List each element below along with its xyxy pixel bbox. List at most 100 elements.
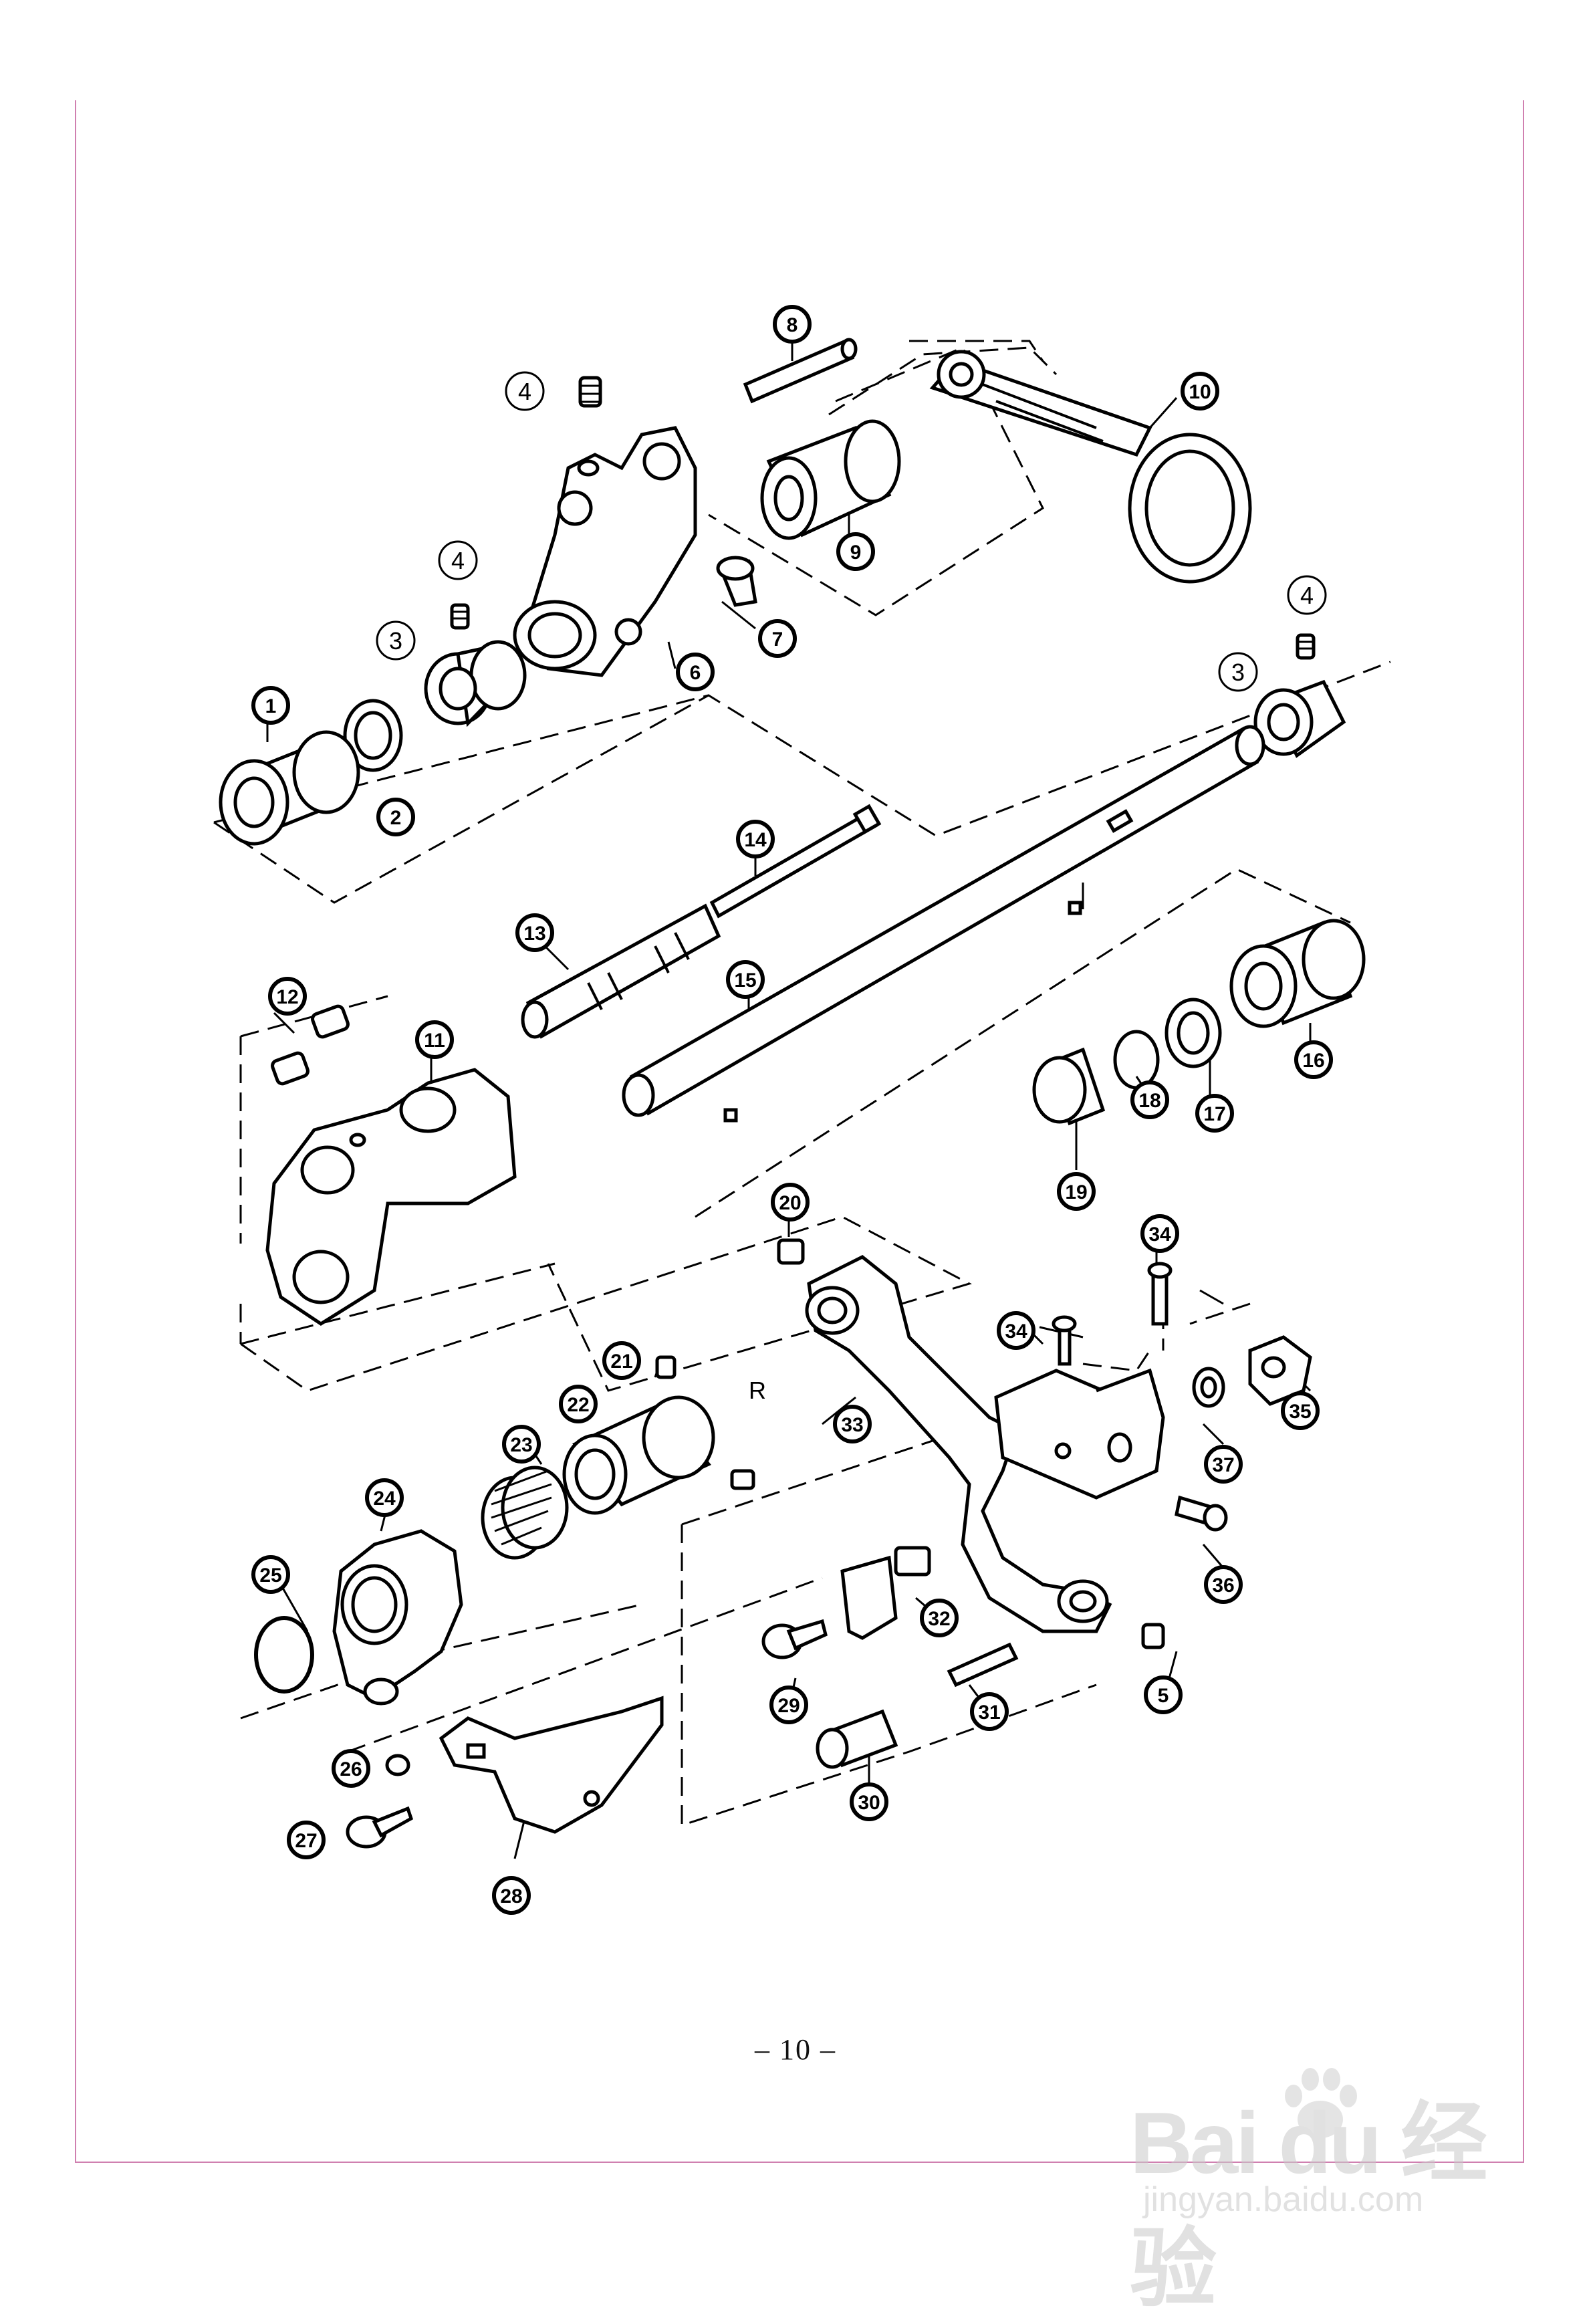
callout-14-text: 14 [744,829,767,851]
callout-13: 13 [517,915,552,950]
part-34-screw-left [1052,1315,1077,1366]
callout-20: 20 [773,1185,808,1219]
paw-logo-icon [1285,2068,1357,2138]
exploded-parts-diagram: 1 2 5 6 7 8 9 10 11 12 13 14 15 16 17 18… [213,0,1391,2252]
callout-10-text: 10 [1189,381,1211,403]
callout-7-text: 7 [772,628,783,651]
part-26-screw [385,1754,410,1776]
callout-27: 27 [289,1823,324,1857]
part-4-set-screw-left [450,603,470,630]
callout-11-text: 11 [424,1030,445,1052]
callout-10: 10 [1183,374,1217,409]
page-number: – 10 – [755,2033,836,2066]
part-3-collar-left [424,640,527,727]
callout-34-top: 34 [1142,1216,1177,1251]
callout-27-text: 27 [295,1830,317,1852]
callout-32-text: 32 [928,1608,950,1630]
outlined-3-right: 3 [1218,652,1258,692]
part-1-bush [219,730,360,846]
callout-16: 16 [1296,1042,1331,1077]
callout-18: 18 [1132,1082,1167,1117]
callout-21: 21 [604,1343,639,1378]
outlined-4-left: 4 [438,540,478,580]
callout-9: 9 [838,534,873,569]
part-25-snap-ring [254,1616,314,1694]
part-13-shaft [521,903,721,1039]
callout-33: 33 [835,1407,870,1441]
part-4-set-screw-top [578,376,602,408]
callout-2: 2 [378,800,413,834]
outlined-callouts: 4 4 3 4 3 [376,371,1327,692]
callout-6: 6 [678,655,713,689]
callout-36: 36 [1206,1567,1241,1602]
callout-25-text: 25 [259,1564,281,1587]
part-4-set-screw-right [1296,633,1316,660]
callout-32: 32 [922,1601,957,1635]
callout-34-left: 34 [999,1313,1033,1348]
callout-34-top-text: 34 [1148,1224,1171,1246]
callout-31-text: 31 [978,1702,1000,1724]
callout-2-text: 2 [390,807,402,829]
callout-23-text: 23 [510,1434,532,1456]
outlined-3-left: 3 [376,620,416,661]
callout-37-text: 37 [1212,1454,1234,1476]
callout-17: 17 [1197,1096,1232,1131]
callout-19: 19 [1059,1174,1094,1209]
callout-34-left-text: 34 [1005,1320,1027,1343]
callout-23: 23 [504,1427,539,1462]
part-5-set-screw [1141,1623,1165,1649]
callout-29: 29 [771,1688,806,1722]
callout-15: 15 [728,962,763,997]
part-29-screw [761,1619,828,1659]
part-21-set-screw [655,1355,677,1379]
callout-35-text: 35 [1289,1401,1311,1423]
callout-13-text: 13 [523,923,545,945]
part-22-sleeve [562,1395,755,1515]
part-31-pin [947,1642,1019,1688]
callout-6-text: 6 [690,662,701,684]
part-28-plate [439,1696,664,1834]
outlined-4-top-text: 4 [518,378,531,405]
part-30-collar [816,1709,898,1769]
part-34-screw-top [1147,1262,1173,1326]
callout-1-text: 1 [265,695,277,717]
part-6-bracket [513,426,697,677]
callout-20-text: 20 [779,1192,801,1214]
callout-35: 35 [1283,1393,1318,1428]
outlined-4-right-text: 4 [1300,582,1314,609]
outlined-4-top: 4 [505,371,545,411]
callout-1: 1 [253,688,288,723]
callout-9-text: 9 [850,542,862,564]
part-10-connecting-rod [929,350,1252,584]
outlined-3-left-text: 3 [389,627,402,655]
part-35-nut [1248,1335,1312,1406]
part-23-needle-bearing [481,1466,569,1560]
part-18-snap-ring [1113,1030,1160,1090]
callout-11: 11 [417,1022,452,1057]
part-16-bush [1229,919,1366,1028]
part-24-housing [332,1529,463,1706]
part-3-collar-right [1253,679,1346,758]
part-27-screw [346,1806,414,1849]
callout-12: 12 [270,979,305,1014]
part-37-washer [1192,1367,1225,1408]
callout-19-text: 19 [1065,1181,1087,1203]
callout-15-text: 15 [734,969,756,992]
part-15-shaft [622,725,1265,1123]
page-border-left [75,100,76,2163]
callout-17-text: 17 [1203,1103,1225,1125]
part-33-arm [805,1255,1112,1633]
callout-24: 24 [367,1480,402,1515]
part-19-cap [1032,1047,1106,1126]
callout-18-text: 18 [1138,1090,1160,1112]
part-32-guide [840,1546,931,1640]
callout-25: 25 [253,1557,288,1592]
callout-5: 5 [1146,1677,1181,1712]
callout-31: 31 [972,1694,1007,1729]
callout-22-text: 22 [567,1394,589,1416]
page-border-right [1523,100,1524,2163]
part-2-washer [343,699,403,772]
callout-markers: 1 2 5 6 7 8 9 10 11 12 13 14 15 16 17 18… [253,307,1331,1913]
part-20-set-screw [777,1238,805,1265]
side-mark-r: R [749,1377,766,1404]
